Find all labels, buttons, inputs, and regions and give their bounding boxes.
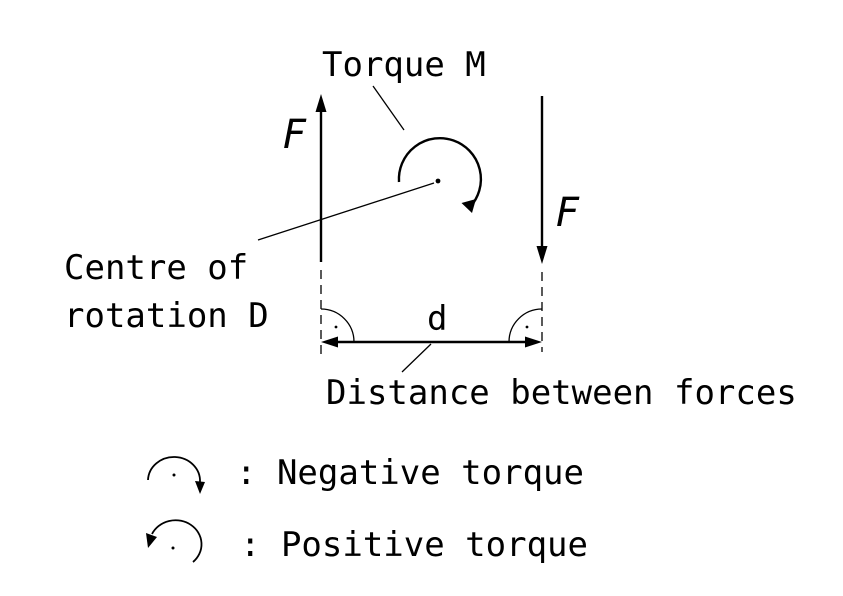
right-force-arrow [536,96,548,264]
distance-symbol-label: d [427,299,447,339]
legend-positive-label: : Positive torque [240,525,588,565]
right-right-angle-mark [508,308,543,343]
centre-leader-line [257,182,435,241]
clockwise-arrow-icon [147,456,205,494]
torque-rotation-arrow-icon [397,136,483,213]
rotation-centre-point [435,178,441,184]
left-force-label: F [283,112,307,158]
left-force-arrow [315,94,327,262]
distance-dimension-line [321,336,542,348]
centre-label-line1: Centre of [64,248,248,288]
torque-label: Torque M [322,45,486,85]
centre-label-line2: rotation D [64,296,269,336]
legend: : Negative torque : Positive torque [146,453,588,565]
distance-caption: Distance between forces [326,373,797,413]
counterclockwise-arrow-icon [146,519,203,563]
left-right-angle-mark [320,308,355,343]
right-force-label: F [556,190,580,236]
torque-leader-line [372,85,405,131]
distance-leader-line [401,343,432,373]
legend-negative-label: : Negative torque [236,453,584,493]
